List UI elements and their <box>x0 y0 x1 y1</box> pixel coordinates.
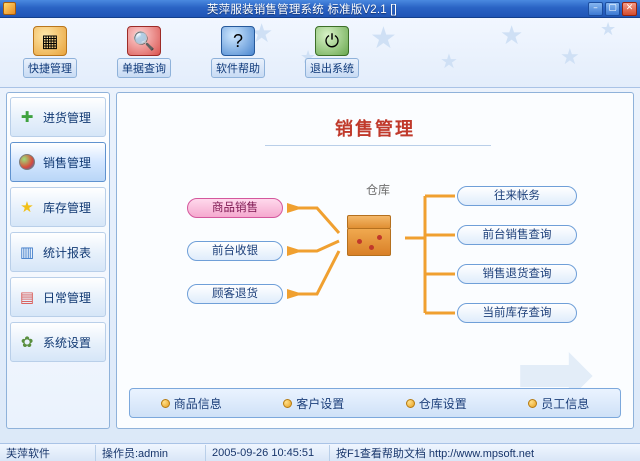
status-help: 按F1查看帮助文档 http://www.mpsoft.net <box>336 447 535 460</box>
warehouse-box-icon <box>345 215 393 257</box>
bottom-link-bar: 商品信息 客户设置 仓库设置 员工信息 <box>129 388 621 418</box>
sidebar-item-label: 统计报表 <box>43 245 92 260</box>
toolbar-button-document-query[interactable]: 🔍 单据查询 <box>110 26 178 78</box>
link-label: 商品信息 <box>173 396 222 411</box>
sidebar-item-reports[interactable]: ▥ 统计报表 <box>10 232 106 272</box>
link-customer-settings[interactable]: 客户设置 <box>253 395 376 412</box>
status-operator: 操作员:admin <box>96 444 206 461</box>
toolbar-items: ▦ 快捷管理 🔍 单据查询 ? 软件帮助 ⏻ 退出系统 <box>16 26 366 78</box>
bullet-icon <box>160 398 170 408</box>
bar-chart-icon: ▥ <box>19 244 35 261</box>
status-company: 芙萍软件 <box>0 444 96 461</box>
star-icon: ★ <box>20 199 34 216</box>
sidebar-item-label: 销售管理 <box>43 155 92 170</box>
close-button[interactable]: ✕ <box>622 1 637 16</box>
title-divider <box>265 145 491 146</box>
decor-star-icon: ★ <box>600 19 617 39</box>
sidebar-item-label: 库存管理 <box>43 200 92 215</box>
folder-icon: ▦ <box>33 26 67 56</box>
link-label: 员工信息 <box>541 396 590 411</box>
sidebar: ✚ 进货管理 销售管理 ★ 库存管理 ▥ 统计报表 ▤ 日常管理 ✿ 系统设置 <box>6 92 110 429</box>
title-bar: 芙萍服装销售管理系统 标准版V2.1 [] – ▢ ✕ <box>0 0 640 18</box>
sidebar-item-purchase[interactable]: ✚ 进货管理 <box>10 97 106 137</box>
link-product-info[interactable]: 商品信息 <box>130 395 253 412</box>
maximize-button[interactable]: ▢ <box>605 1 620 16</box>
toolbar-label: 快捷管理 <box>23 58 77 78</box>
help-icon: ? <box>221 26 255 56</box>
toolbar: ★ ★ ★ ★ ★ ★ ★ ▦ 快捷管理 🔍 单据查询 ? 软件帮助 ⏻ 退出系… <box>0 18 640 88</box>
sidebar-item-settings[interactable]: ✿ 系统设置 <box>10 322 106 362</box>
node-accounts[interactable]: 往来帐务 <box>457 186 577 206</box>
node-sales-return-query[interactable]: 销售退货查询 <box>457 264 577 284</box>
sidebar-item-label: 系统设置 <box>43 335 92 350</box>
toolbar-label: 退出系统 <box>305 58 359 78</box>
node-front-sales-query[interactable]: 前台销售查询 <box>457 225 577 245</box>
status-datetime: 2005-09-26 10:45:51 <box>206 444 330 461</box>
decor-star-icon: ★ <box>370 22 397 55</box>
sidebar-item-label: 进货管理 <box>43 110 92 125</box>
toolbar-label: 软件帮助 <box>211 58 265 78</box>
toolbar-button-exit[interactable]: ⏻ 退出系统 <box>298 26 366 78</box>
bullet-icon <box>528 398 538 408</box>
status-bar: 芙萍软件 操作员:admin 2005-09-26 10:45:51 按F1查看… <box>0 443 640 461</box>
node-customer-return[interactable]: 顾客退货 <box>187 284 283 304</box>
toolbar-button-quick-manage[interactable]: ▦ 快捷管理 <box>16 26 84 78</box>
toolbar-label: 单据查询 <box>117 58 171 78</box>
sphere-icon <box>16 151 38 173</box>
sidebar-item-sales[interactable]: 销售管理 <box>10 142 106 182</box>
main-panel: ➡ 销售管理 仓库 商品销售 前台收银 顾客退货 往来帐务 前台销售查询 销售退… <box>116 92 634 429</box>
decor-star-icon: ★ <box>500 20 524 50</box>
window-title: 芙萍服装销售管理系统 标准版V2.1 [] <box>206 3 398 16</box>
window-controls: – ▢ ✕ <box>588 1 637 16</box>
bullet-icon <box>283 398 293 408</box>
magnifier-icon: 🔍 <box>127 26 161 56</box>
sidebar-item-daily[interactable]: ▤ 日常管理 <box>10 277 106 317</box>
link-employee-info[interactable]: 员工信息 <box>498 395 621 412</box>
exit-icon: ⏻ <box>315 26 349 56</box>
sidebar-item-inventory[interactable]: ★ 库存管理 <box>10 187 106 227</box>
link-label: 仓库设置 <box>418 396 467 411</box>
calendar-icon: ▤ <box>19 289 35 306</box>
minimize-button[interactable]: – <box>588 1 603 16</box>
app-icon <box>3 2 16 15</box>
node-front-desk-cashier[interactable]: 前台收银 <box>187 241 283 261</box>
page-title: 销售管理 <box>335 119 415 139</box>
node-current-stock-query[interactable]: 当前库存查询 <box>457 303 577 323</box>
link-warehouse-settings[interactable]: 仓库设置 <box>375 395 498 412</box>
sidebar-item-label: 日常管理 <box>43 290 92 305</box>
link-label: 客户设置 <box>296 396 345 411</box>
gear-icon: ✿ <box>20 334 34 351</box>
decor-star-icon: ★ <box>440 51 458 73</box>
decor-star-icon: ★ <box>560 44 580 69</box>
plus-cross-icon: ✚ <box>20 109 34 126</box>
warehouse-label: 仓库 <box>365 183 390 197</box>
toolbar-button-help[interactable]: ? 软件帮助 <box>204 26 272 78</box>
bullet-icon <box>405 398 415 408</box>
node-product-sales[interactable]: 商品销售 <box>187 198 283 218</box>
